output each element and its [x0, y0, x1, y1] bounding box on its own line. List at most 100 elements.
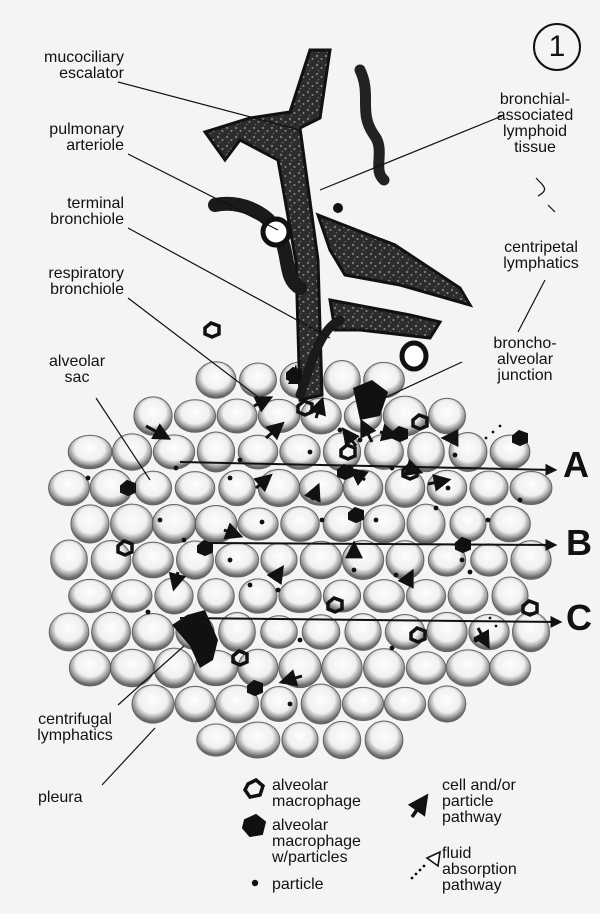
- alveolus: [384, 687, 425, 720]
- alveolus: [258, 469, 299, 506]
- macrophage-with-particles: [349, 508, 363, 522]
- alveolus: [406, 580, 445, 613]
- alveolus: [385, 469, 425, 508]
- legend-particle-icon: [252, 880, 258, 886]
- alveolus: [323, 721, 360, 758]
- alveolus: [364, 580, 405, 613]
- macrophage-with-particles: [338, 465, 352, 479]
- alveolus: [217, 399, 257, 433]
- alveolus: [133, 542, 174, 578]
- legend-macrophage-particles-icon: [243, 815, 265, 836]
- alveolus: [386, 541, 424, 580]
- alveolus: [427, 612, 467, 651]
- alveolus: [92, 612, 131, 651]
- alveolus: [197, 432, 234, 472]
- alveolus: [469, 614, 509, 649]
- alveolus: [261, 616, 298, 649]
- alveolus: [511, 541, 551, 580]
- alveolus: [239, 579, 277, 613]
- particle: [518, 498, 523, 503]
- alveolus: [489, 650, 530, 685]
- alveolus: [71, 505, 109, 543]
- particle: [276, 588, 281, 593]
- legend-fluid-label: fluid absorption pathway: [442, 846, 517, 894]
- particle: [486, 518, 491, 523]
- label-pleura: pleura: [38, 790, 82, 806]
- macrophage-with-particles: [393, 427, 407, 441]
- alveolus: [49, 470, 90, 505]
- alveolus: [470, 471, 508, 505]
- label-centripetal-lymphatics: centripetal lymphatics: [488, 240, 594, 272]
- particle: [434, 506, 439, 511]
- particle: [158, 518, 163, 523]
- alveolus: [322, 648, 362, 688]
- alveolus: [49, 613, 89, 651]
- alveolus: [195, 505, 237, 542]
- alveolus: [448, 578, 488, 613]
- legend-fluid-arrow-icon: [411, 852, 440, 879]
- particle: [374, 518, 379, 523]
- fluid-dot: [492, 431, 495, 434]
- alveolus: [69, 579, 112, 612]
- plane-line-b: [205, 543, 555, 545]
- particle: [182, 538, 187, 543]
- alveolus: [134, 471, 171, 505]
- alveolus: [513, 612, 550, 651]
- alveolus: [236, 722, 280, 758]
- alveolus: [429, 398, 466, 434]
- macrophage-with-particles: [121, 481, 135, 495]
- alveolus: [240, 363, 277, 397]
- alveolus: [407, 504, 445, 544]
- label-mucociliary-escalator: mucociliary escalator: [12, 50, 124, 82]
- particle: [238, 458, 243, 463]
- particle: [453, 453, 458, 458]
- alveolus: [363, 505, 404, 543]
- alveolus: [281, 507, 320, 542]
- alveolus: [132, 613, 174, 650]
- macrophage-with-particles: [287, 368, 301, 382]
- alveolus: [51, 540, 88, 580]
- alveolus: [110, 649, 153, 686]
- alveolus: [279, 579, 321, 612]
- alveolus: [68, 435, 112, 469]
- particle: [338, 428, 343, 433]
- label-respiratory-bronchiole: respiratory bronchiole: [12, 266, 124, 298]
- label-alveolar-sac: alveolar sac: [38, 354, 116, 386]
- alveolus: [215, 543, 258, 577]
- alveolus: [174, 400, 215, 433]
- particle: [298, 638, 303, 643]
- label-bronchial-associated-lymphoid-tissue: bronchial- associated lymphoid tissue: [480, 92, 590, 156]
- alveolus: [446, 650, 490, 686]
- alveolus: [428, 686, 466, 722]
- fluid-dot: [489, 617, 492, 620]
- particle: [248, 583, 253, 588]
- figure-number: 1: [533, 23, 581, 71]
- alveolus: [198, 579, 235, 614]
- legend-pathway-label: cell and/or particle pathway: [442, 778, 516, 826]
- particle: [390, 646, 395, 651]
- label-pulmonary-arteriole: pulmonary arteriole: [12, 122, 124, 154]
- fluid-dot: [485, 437, 488, 440]
- alveolus: [510, 471, 552, 504]
- alveolus: [111, 504, 154, 544]
- plane-label-b: B: [566, 525, 592, 561]
- alveolus: [153, 435, 194, 469]
- fluid-dot: [499, 425, 502, 428]
- particle: [288, 702, 293, 707]
- fluid-dot: [495, 625, 498, 628]
- alveolus: [175, 472, 215, 505]
- label-terminal-bronchiole: terminal bronchiole: [12, 196, 124, 228]
- alveolus: [197, 724, 236, 756]
- label-centrifugal-lymphatics: centrifugal lymphatics: [20, 712, 130, 744]
- particle: [394, 573, 399, 578]
- legend-macrophage-icon: [245, 780, 263, 797]
- alveolus: [406, 652, 446, 685]
- macrophage-with-particles: [248, 681, 262, 695]
- label-broncho-alveolar-junction: broncho- alveolar junction: [466, 336, 584, 384]
- alveolus: [152, 505, 195, 544]
- particle: [174, 466, 179, 471]
- plane-label-a: A: [563, 447, 589, 483]
- particle: [260, 520, 265, 525]
- alveolus: [238, 508, 278, 540]
- alveolus: [449, 432, 487, 471]
